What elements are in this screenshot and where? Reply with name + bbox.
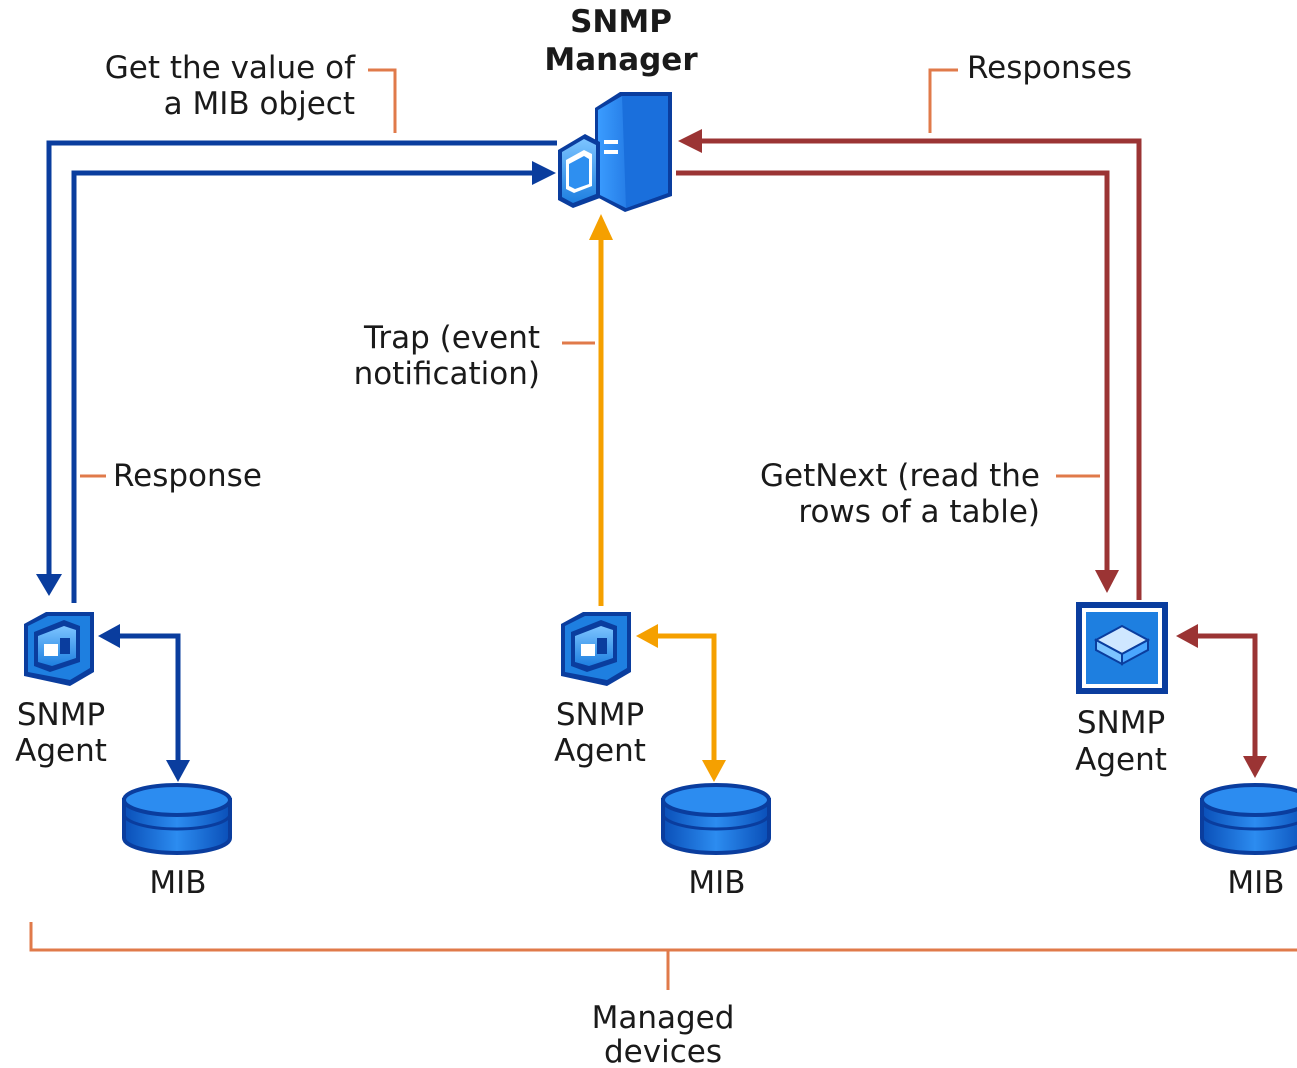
agent2-mib-arrowhead-left <box>636 624 658 648</box>
managed-devices-bracket <box>29 922 1297 952</box>
agent2-mib-arrowhead-down <box>702 760 726 782</box>
trap-callout-line1: Trap (event <box>363 320 540 356</box>
agent1-mib-link <box>118 633 181 762</box>
manager-title-line2: Manager <box>544 42 698 78</box>
responses-line <box>700 138 1142 600</box>
getnext-line <box>676 170 1110 570</box>
managed-devices-line2: devices <box>604 1034 722 1068</box>
mib2-label: MIB <box>688 865 745 901</box>
blue-flow-lines <box>46 140 557 762</box>
agent3-mib-link <box>1196 633 1258 760</box>
agent3-label-line2: Agent <box>1075 742 1167 778</box>
getnext-arrowhead <box>1095 570 1119 593</box>
get-callout-bracket <box>368 68 397 133</box>
agent3-label-line1: SNMP <box>1077 705 1165 741</box>
database-icon-mib1 <box>122 783 232 855</box>
database-icon-mib3 <box>1200 783 1297 855</box>
agent3-mib-arrowhead-down <box>1243 756 1267 778</box>
trap-arrowhead <box>589 214 613 240</box>
trap-callout-line2: notification) <box>354 356 540 392</box>
computer-icon-agent1 <box>24 612 94 686</box>
orange-arrowheads <box>589 214 726 782</box>
getnext-callout-line2: rows of a table) <box>798 494 1040 530</box>
mib3-label: MIB <box>1227 865 1284 901</box>
responses-callout: Responses <box>967 50 1132 86</box>
get-callout-line1: Get the value of <box>105 50 356 86</box>
responses-callout-bracket <box>928 68 958 133</box>
red-arrowheads <box>678 129 1267 778</box>
agent2-label-line2: Agent <box>554 733 646 769</box>
get-callout-line2: a MIB object <box>164 86 355 122</box>
manager-title-line1: SNMP <box>570 4 672 40</box>
response-callout: Response <box>113 458 262 494</box>
get-request-line <box>46 140 557 578</box>
router-icon-agent3 <box>1076 602 1168 694</box>
computer-icon-agent2 <box>561 612 631 686</box>
agent3-mib-arrowhead-left <box>1176 624 1198 648</box>
response-arrowhead <box>532 161 556 185</box>
agent1-label-line2: Agent <box>15 733 107 769</box>
database-icon-mib2 <box>661 783 771 855</box>
response-line <box>71 170 535 603</box>
managed-devices-line1: Managed <box>592 1000 735 1036</box>
server-icon <box>558 92 672 212</box>
agent1-mib-arrowhead-down <box>166 760 190 782</box>
agent1-label-line1: SNMP <box>17 697 105 733</box>
responses-arrowhead <box>678 129 702 153</box>
callout-brackets <box>29 68 1297 990</box>
blue-arrowheads <box>36 161 556 782</box>
getnext-callout-line1: GetNext (read the <box>760 458 1040 494</box>
get-request-arrowhead <box>36 574 62 596</box>
agent2-label-line1: SNMP <box>556 697 644 733</box>
red-flow-lines <box>676 138 1258 760</box>
orange-flow-lines <box>598 236 717 762</box>
agent1-mib-arrowhead-left <box>98 624 120 648</box>
mib1-label: MIB <box>149 865 206 901</box>
agent2-mib-link <box>656 633 717 762</box>
